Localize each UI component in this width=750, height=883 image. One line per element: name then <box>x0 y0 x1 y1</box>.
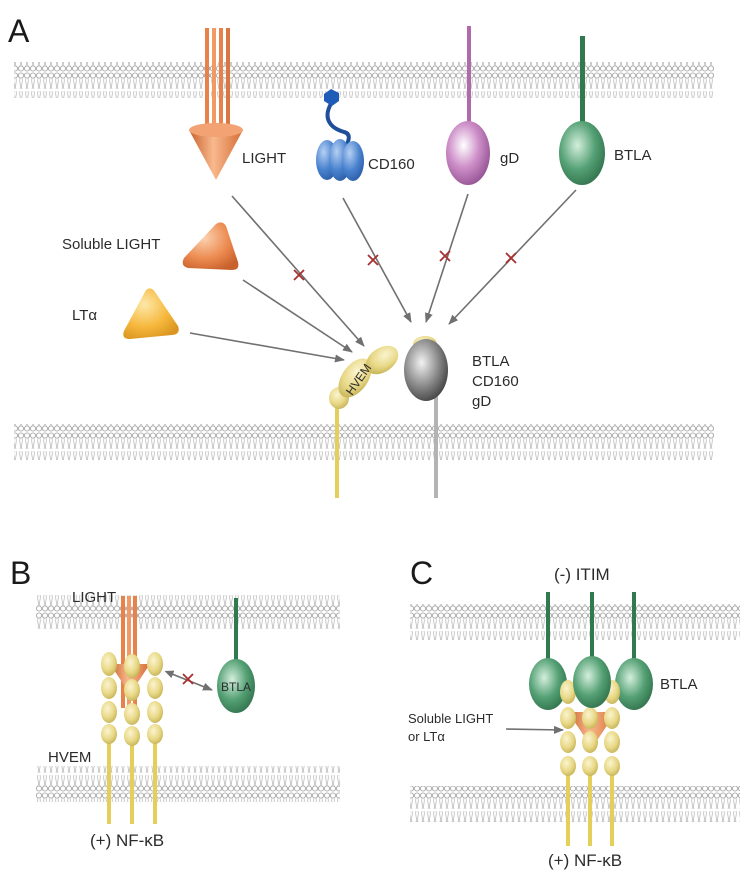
btla-cd160-gd-partner <box>404 339 448 498</box>
hvem-chains-c <box>560 680 620 846</box>
label-soluble-light-c-1: Soluble LIGHT <box>408 711 493 726</box>
partner-line-1: BTLA <box>472 353 510 370</box>
panel-a-letter: A <box>8 13 30 49</box>
panel-b-letter: B <box>10 555 31 591</box>
membrane-a-top <box>14 62 714 98</box>
label-gd: gD <box>500 150 519 167</box>
panel-b: B <box>10 555 340 850</box>
label-soluble-light: Soluble LIGHT <box>62 236 160 253</box>
label-hvem-b: HVEM <box>48 749 91 766</box>
label-btla: BTLA <box>614 147 652 164</box>
label-itim: (-) ITIM <box>554 565 610 584</box>
btla-receptor <box>559 36 605 185</box>
btla-center-c <box>573 656 611 708</box>
panel-a: A LIGHT CD160 gD <box>8 13 714 498</box>
soluble-light <box>182 222 239 270</box>
partner-line-3: gD <box>472 393 491 410</box>
label-lt-alpha: LTα <box>72 307 97 324</box>
blocked-binding-marks <box>293 250 517 281</box>
gd-glycoprotein <box>446 26 490 185</box>
membrane-a-bottom <box>14 424 714 460</box>
label-nfkb-c: (+) NF-κB <box>548 851 622 870</box>
light-membrane-trimer <box>189 28 243 180</box>
label-nfkb-b: (+) NF-κB <box>90 831 164 850</box>
label-light-b: LIGHT <box>72 589 116 606</box>
membrane-c-bottom <box>410 786 740 822</box>
label-btla-b: BTLA <box>221 680 251 694</box>
membrane-b-bottom <box>36 766 340 802</box>
light-trimer-b <box>110 596 150 708</box>
label-soluble-light-c-2: or LTα <box>408 729 445 744</box>
binding-arrows <box>189 189 577 363</box>
partner-line-2: CD160 <box>472 373 519 390</box>
btla-receptor-b: BTLA <box>217 598 255 713</box>
btla-trio-c <box>529 592 653 710</box>
hvem-chains-b <box>101 652 163 824</box>
ligand-pointer-c <box>505 725 564 734</box>
panel-c-letter: C <box>410 555 433 591</box>
panel-c: C (-) ITIM <box>408 555 740 870</box>
label-cd160: CD160 <box>368 156 415 173</box>
lt-alpha <box>123 288 179 339</box>
blocked-mark-b <box>182 673 194 685</box>
cd160-receptor <box>316 89 364 181</box>
label-light: LIGHT <box>242 150 286 167</box>
label-btla-c: BTLA <box>660 676 698 693</box>
soluble-ligand-c <box>568 712 616 748</box>
membrane-c-top <box>410 604 740 640</box>
membrane-b-top <box>36 594 340 630</box>
